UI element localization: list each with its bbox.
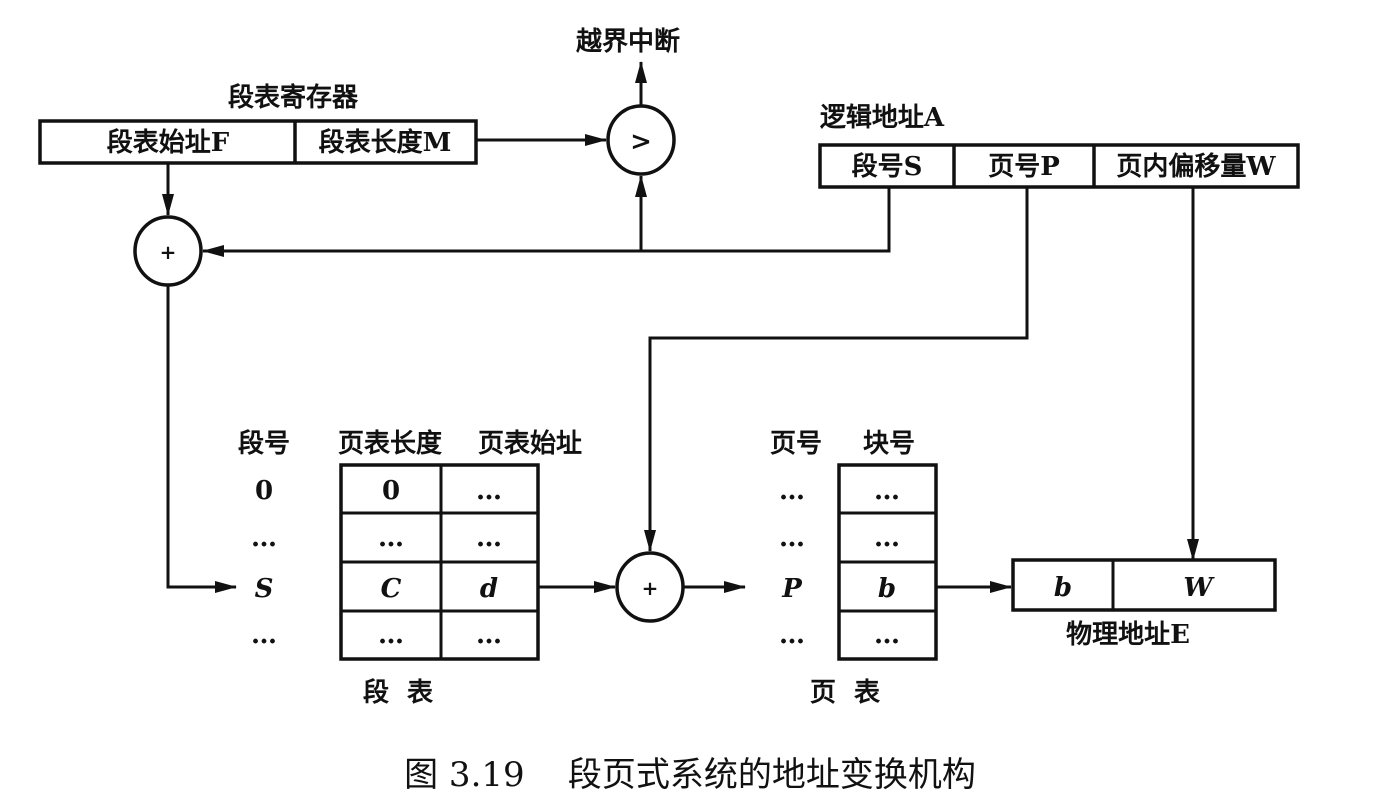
page-number-field: 页号P: [988, 152, 1060, 182]
comparator: >: [606, 104, 676, 176]
page-table-row: … …: [779, 523, 900, 553]
seg-table-header-length: 页表长度: [338, 428, 442, 459]
page-offset-field: 页内偏移量W: [1116, 151, 1276, 182]
page-row-index: P: [781, 574, 803, 604]
figure-caption: 图 3.19 段页式系统的地址变换机构: [404, 755, 976, 795]
seg-row-length: 0: [382, 476, 400, 506]
logical-address: 段号S 页号P 页内偏移量W: [818, 143, 1300, 189]
seg-table-header-index: 段号: [238, 428, 290, 459]
page-row-index: …: [779, 476, 805, 506]
segment-table: 0 0 … … … … S C d … … …: [251, 463, 540, 661]
physical-address: b W: [1011, 558, 1277, 612]
seg-row-start: …: [476, 523, 502, 553]
seg-table-row: 0 0 …: [255, 476, 502, 506]
seg-row-length: …: [378, 523, 404, 553]
seg-row-start: …: [476, 476, 502, 506]
seg-row-index: S: [255, 574, 274, 604]
segment-number-to-adder-arrow: [202, 187, 891, 257]
adder-to-segment-table-arrow: [166, 285, 237, 593]
page-table-row: P b: [781, 574, 896, 604]
page-table-row: … …: [779, 476, 900, 506]
seg-table-start-field: 段表始址F: [107, 127, 230, 158]
page-table-header-index: 页号: [770, 429, 822, 459]
seg-table-row: … … …: [251, 620, 502, 650]
page-row-block: …: [874, 523, 900, 553]
seg-row-index: 0: [255, 476, 273, 506]
page-number-to-adder-arrow: [644, 187, 1029, 552]
seg-table-register: 段表始址F 段表长度M: [38, 119, 478, 165]
page-row-block: b: [878, 574, 896, 604]
segment-table-caption: 段 表: [363, 677, 434, 708]
page-table-caption: 页 表: [810, 678, 881, 708]
seg-table-length-field: 段表长度M: [319, 127, 452, 158]
adder-page-symbol: +: [642, 576, 659, 600]
seg-register-title: 段表寄存器: [228, 82, 359, 113]
seg-row-start: d: [480, 574, 498, 604]
page-row-index: …: [779, 620, 805, 650]
comparator-symbol: >: [630, 127, 652, 157]
seg-table-row: … … …: [251, 523, 502, 553]
seg-row-index: …: [251, 523, 277, 553]
page-row-index: …: [779, 523, 805, 553]
page-table-row: … …: [779, 620, 900, 650]
page-row-block: …: [874, 476, 900, 506]
adder-page: +: [615, 551, 685, 623]
page-row-block: …: [874, 620, 900, 650]
physical-block-field: b: [1054, 573, 1072, 603]
physical-offset-field: W: [1183, 573, 1215, 603]
page-table: … … … … P b … …: [779, 463, 938, 661]
seg-row-length: C: [381, 574, 402, 604]
adder-segment-symbol: +: [160, 240, 177, 264]
seg-row-index: …: [251, 620, 277, 650]
segment-number-field: 段号S: [852, 151, 923, 182]
logical-address-title: 逻辑地址A: [820, 103, 945, 133]
seg-table-header-start: 页表始址: [478, 429, 582, 459]
physical-address-title: 物理地址E: [1066, 620, 1190, 650]
seg-table-row: S C d: [255, 574, 498, 604]
seg-row-start: …: [476, 620, 502, 650]
seg-row-length: …: [378, 620, 404, 650]
page-table-header-block: 块号: [863, 429, 915, 459]
adder-segment: +: [133, 215, 203, 287]
interrupt-label: 越界中断: [576, 26, 680, 57]
